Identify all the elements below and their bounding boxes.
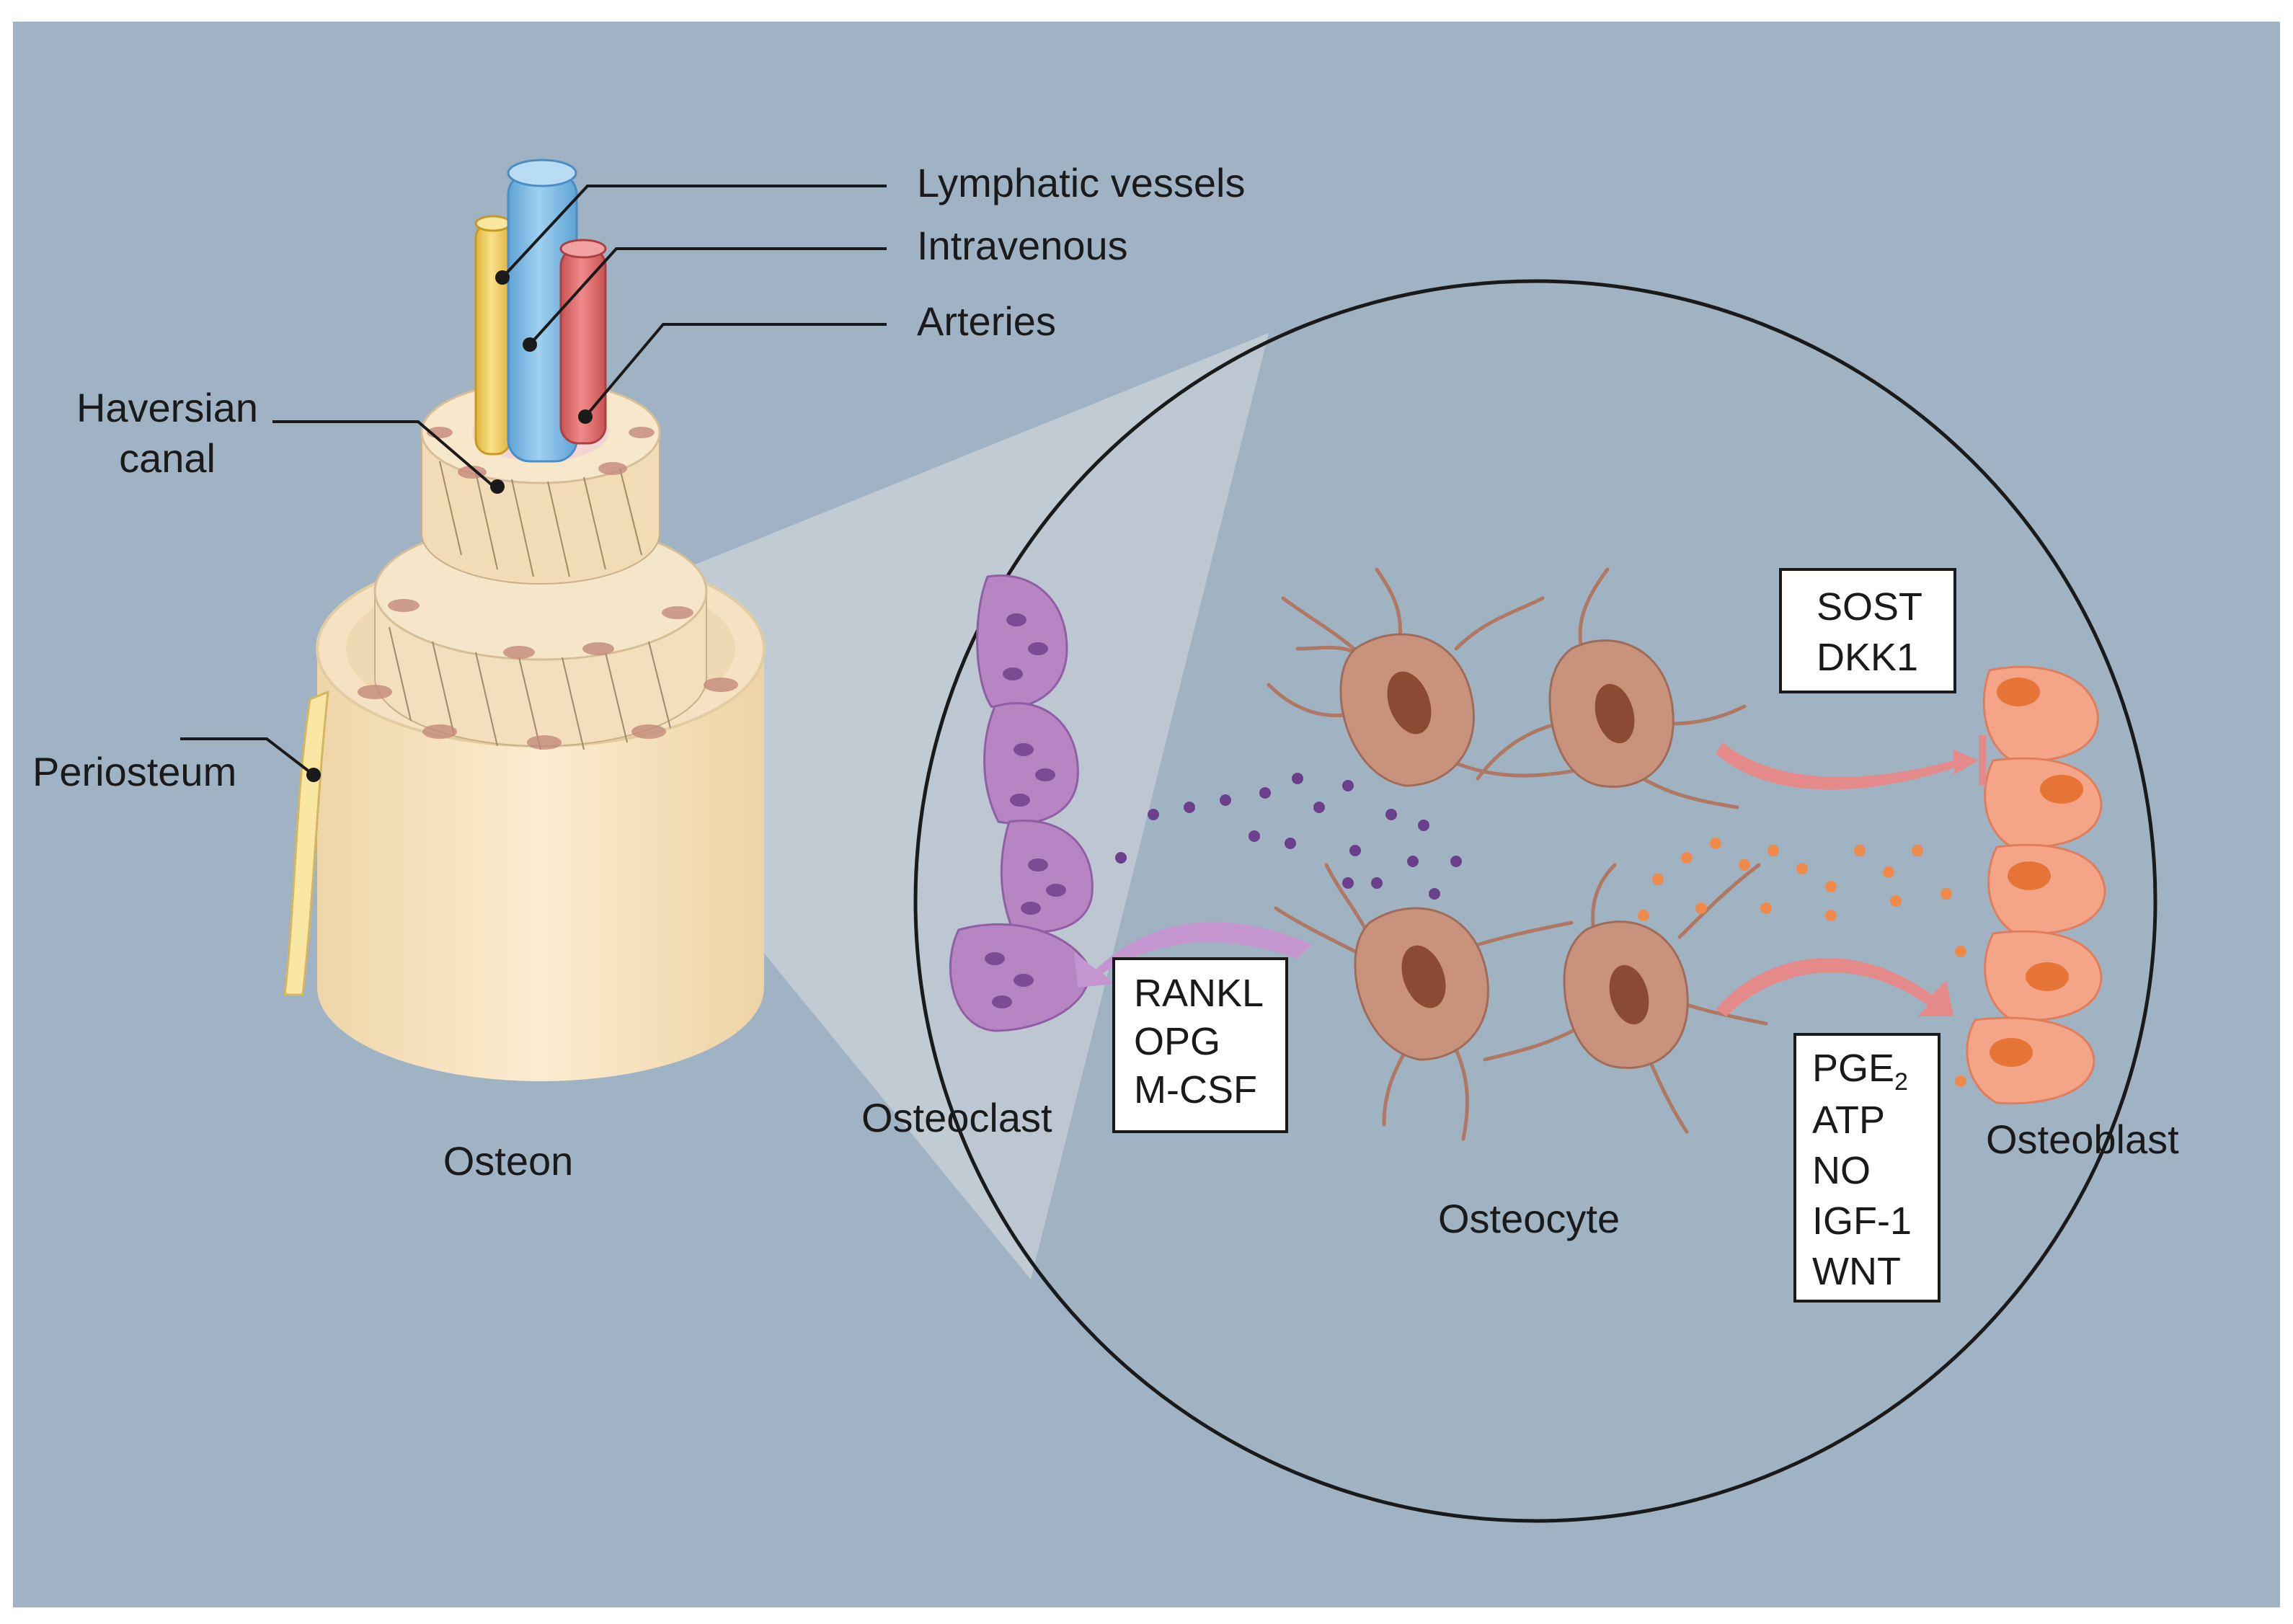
zoom-circle (913, 279, 2157, 1523)
haversian-pointer-dot (490, 479, 505, 494)
label-lymphatic-vessels: Lymphatic vessels (917, 160, 1245, 205)
label-arteries: Arteries (917, 298, 1056, 344)
factor-dkk1: DKK1 (1817, 636, 1918, 679)
factor-opg: OPG (1134, 1020, 1220, 1063)
osteoblast-nuclei (1990, 678, 2083, 1067)
factor-atp: ATP (1812, 1099, 1885, 1142)
osteoclast-factors-box: RANKL OPG M-CSF (1112, 957, 1288, 1133)
inhibit-arrow-bar (1979, 735, 1986, 786)
factor-igf-1: IGF-1 (1812, 1199, 1912, 1243)
vein-vessel (474, 215, 512, 456)
osteoblast-arrow (1716, 958, 1953, 1016)
intravenous-pointer-dot (523, 337, 537, 352)
osteoclast-arrow (1074, 922, 1312, 988)
osteoclast-nuclei (985, 613, 1066, 1008)
factor-sost: SOST (1817, 585, 1922, 629)
label-osteoblast: Osteoblast (1986, 1117, 2179, 1162)
osteocyte-nuclei (1387, 671, 1649, 1025)
factor-no: NO (1812, 1149, 1871, 1192)
artery-pointer-dot (578, 409, 593, 424)
inhibitor-box: SOST DKK1 (1779, 568, 1956, 693)
factor-wnt: WNT (1812, 1250, 1901, 1293)
osteon-leader-lines (180, 185, 887, 776)
zoom-cone (451, 333, 1269, 1279)
factor-rankl: RANKL (1134, 972, 1264, 1015)
purple-signal-dots (1115, 773, 1462, 900)
lymphatic-pointer-dot (495, 270, 510, 285)
label-osteocyte: Osteocyte (1438, 1196, 1620, 1241)
label-haversian-line1: Haversian (76, 385, 258, 430)
label-osteoclast: Osteoclast (861, 1095, 1052, 1140)
osteon-title: Osteon (443, 1138, 574, 1184)
periosteum-pointer-dot (306, 768, 321, 782)
activator-box: PGE2 ATP NO IGF-1 WNT (1793, 1033, 1941, 1303)
inhibit-arrow (1716, 742, 1979, 790)
factor-pge2: PGE2 (1812, 1047, 1908, 1096)
label-haversian-line2: canal (119, 435, 216, 481)
label-intravenous: Intravenous (917, 223, 1128, 268)
factor-m-csf: M-CSF (1134, 1068, 1257, 1111)
label-periosteum: Periosteum (32, 749, 236, 794)
lymphatic-vessel (507, 159, 578, 463)
